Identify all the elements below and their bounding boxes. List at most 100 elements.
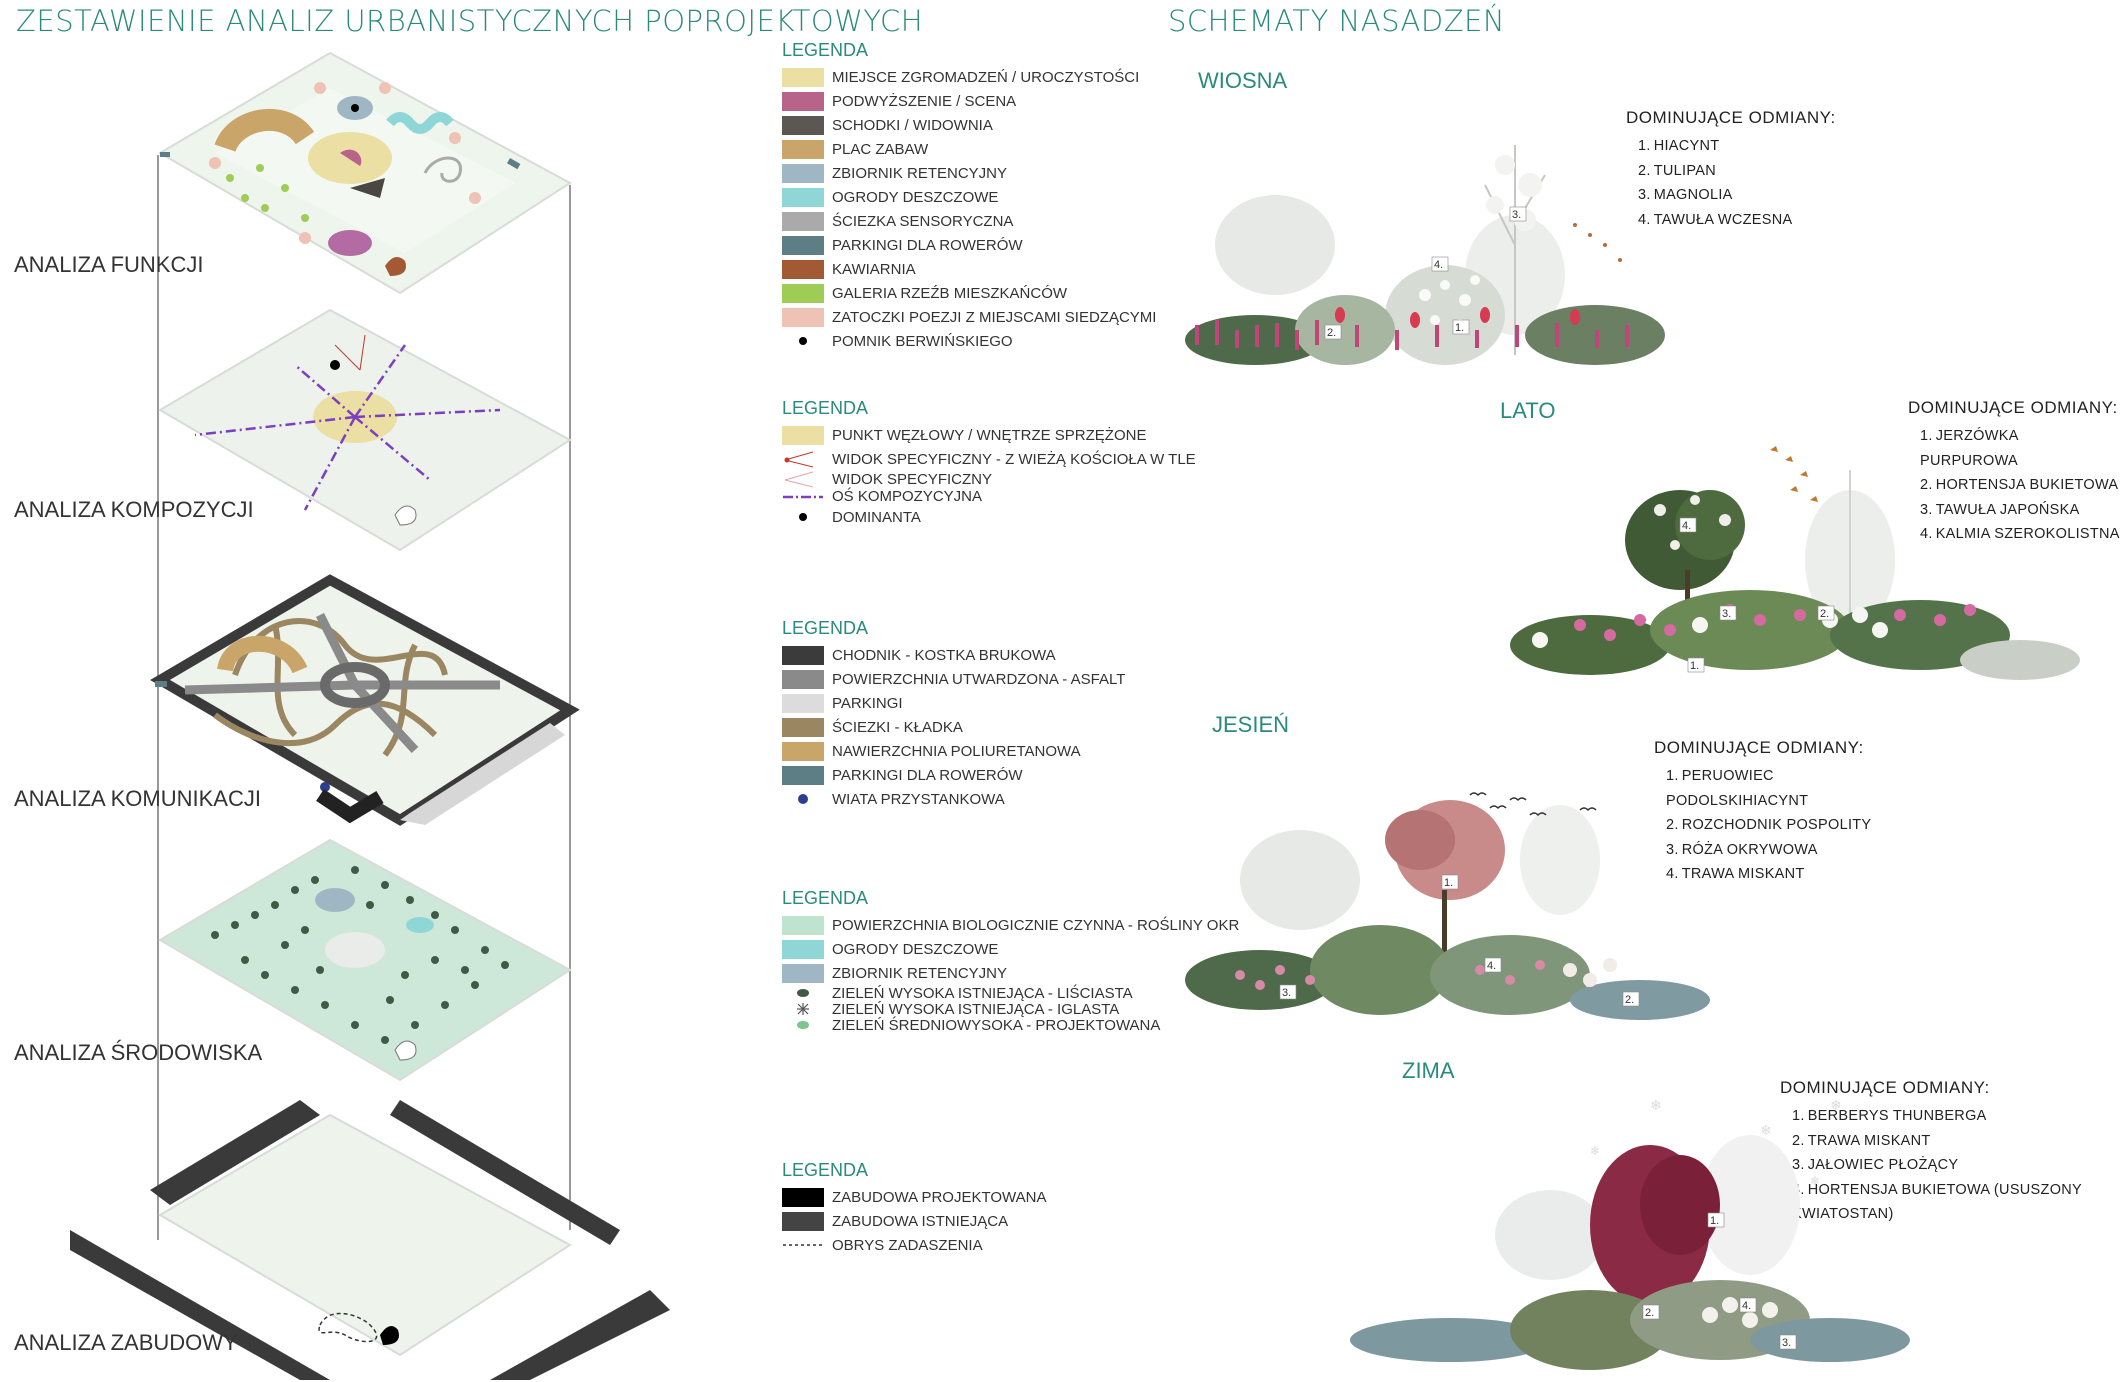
legend-label: OGRODY DESZCZOWE xyxy=(832,940,999,958)
legend-label: POMNIK BERWIŃSKIEGO xyxy=(832,332,1013,350)
dashed-line-icon xyxy=(782,1236,824,1255)
legend-row: PODWYŻSZENIE / SCENA xyxy=(782,89,1156,113)
deciduous-tree-icon xyxy=(782,984,824,1003)
legend-label: PODWYŻSZENIE / SCENA xyxy=(832,92,1017,110)
legend-row: POMNIK BERWIŃSKIEGO xyxy=(782,329,1156,353)
variety-item: 1.HIACYNT xyxy=(1638,138,1720,154)
legend-label: KAWIARNIA xyxy=(832,260,916,278)
legend-row: ZABUDOWA ISTNIEJĄCA xyxy=(782,1209,1046,1233)
variety-item: 4.TAWUŁA WCZESNA xyxy=(1638,211,1793,228)
swatch xyxy=(782,717,824,737)
variety-item: 1.PERUOWIEC PODOLSKIHIACYNT xyxy=(1666,768,1809,809)
varieties-head: DOMINUJĄCE ODMIANY: xyxy=(1626,108,1836,127)
varieties-winter: DOMINUJĄCE ODMIANY: 1.BERBERYS THUNBERGA… xyxy=(1780,1078,2092,1227)
legend-buildings: LEGENDA ZABUDOWA PROJEKTOWANA ZABUDOWA I… xyxy=(782,1160,1046,1257)
legend-label: OGRODY DESZCZOWE xyxy=(832,188,999,206)
swatch xyxy=(782,91,824,111)
variety-label: BERBERYS THUNBERGA xyxy=(1807,1108,1987,1124)
legend-row: MIEJSCE ZGROMADZEŃ / UROCZYSTOŚCI xyxy=(782,65,1156,89)
legend-row: SCHODKI / WIDOWNIA xyxy=(782,113,1156,137)
legend-row: OŚ KOMPOZYCYJNA xyxy=(782,488,1196,505)
legend-row: ZIELEŃ WYSOKA ISTNIEJĄCA - IGLASTA xyxy=(782,1001,1239,1018)
layer-label-environment: ANALIZA ŚRODOWISKA xyxy=(14,1040,263,1065)
legend-composition: LEGENDA PUNKT WĘZŁOWY / WNĘTRZE SPRZĘŻON… xyxy=(782,398,1196,529)
legend-row: DOMINANTA xyxy=(782,505,1196,529)
variety-item: 2.TRAWA MISKANT xyxy=(1792,1132,1931,1149)
legend-row: CHODNIK - KOSTKA BRUKOWA xyxy=(782,643,1125,667)
swatch xyxy=(782,259,824,279)
legend-label: WIATA PRZYSTANKOWA xyxy=(832,790,1005,808)
variety-label: MAGNOLIA xyxy=(1653,187,1733,203)
swatch xyxy=(782,139,824,159)
swatch xyxy=(782,283,824,303)
legend-label: ZBIORNIK RETENCYJNY xyxy=(832,164,1008,182)
variety-label: RÓŻA OKRYWOWA xyxy=(1681,841,1818,858)
legend-label: MIEJSCE ZGROMADZEŃ / UROCZYSTOŚCI xyxy=(832,68,1140,86)
variety-label: TRAWA MISKANT xyxy=(1681,866,1805,882)
layer-buildings-map xyxy=(70,1100,670,1380)
legend-row: PUNKT WĘZŁOWY / WNĘTRZE SPRZĘŻONE xyxy=(782,423,1196,447)
variety-label: ROZCHODNIK POSPOLITY xyxy=(1681,817,1872,833)
legend-label: ZIELEŃ ŚREDNIOWYSOKA - PROJEKTOWANA xyxy=(832,1016,1161,1034)
legend-head: LEGENDA xyxy=(782,888,869,908)
svg-text:❄: ❄ xyxy=(1810,1174,1820,1188)
designed-tree-icon xyxy=(782,1016,824,1035)
variety-label: PERUOWIEC PODOLSKIHIACYNT xyxy=(1666,768,1809,809)
legend-row: OBRYS ZADASZENIA xyxy=(782,1233,1046,1257)
marker: 2. xyxy=(1327,327,1336,339)
variety-item: 2.TULIPAN xyxy=(1638,162,1716,179)
legend-row: ZBIORNIK RETENCYJNY xyxy=(782,161,1156,185)
legend-label: POWIERZCHNIA UTWARDZONA - ASFALT xyxy=(832,670,1126,688)
marker: 1. xyxy=(1455,322,1464,334)
svg-text:❄: ❄ xyxy=(1590,1144,1600,1158)
variety-label: JERZÓWKA PURPUROWA xyxy=(1920,428,2019,469)
layer-label-composition: ANALIZA KOMPOZYCJI xyxy=(14,497,254,522)
season-title-winter: ZIMA xyxy=(1402,1058,1455,1083)
legend-label: ZBIORNIK RETENCYJNY xyxy=(832,964,1008,982)
swatch xyxy=(782,67,824,87)
legend-head: LEGENDA xyxy=(782,1160,869,1180)
legend-environment: LEGENDA POWIERZCHNIA BIOLOGICZNIE CZYNNA… xyxy=(782,888,1239,1035)
svg-text:❄: ❄ xyxy=(1650,1098,1662,1114)
legend-label: PARKINGI xyxy=(832,694,903,712)
marker: 4. xyxy=(1682,520,1691,532)
legend-label: WIDOK SPECYFICZNY - Z WIEŻĄ KOŚCIOŁA W T… xyxy=(832,450,1196,468)
marker: 3. xyxy=(1512,209,1521,221)
varieties-spring: DOMINUJĄCE ODMIANY: 1.HIACYNT 2.TULIPAN … xyxy=(1626,108,1836,232)
variety-label: TRAWA MISKANT xyxy=(1807,1132,1931,1149)
legend-row: ZABUDOWA PROJEKTOWANA xyxy=(782,1185,1046,1209)
variety-item: 3.JAŁOWIEC PŁOŻĄCY xyxy=(1792,1157,1959,1173)
legend-row: POWIERZCHNIA BIOLOGICZNIE CZYNNA - ROŚLI… xyxy=(782,913,1239,937)
legend-communication: LEGENDA CHODNIK - KOSTKA BRUKOWA POWIERZ… xyxy=(782,618,1125,811)
swatch xyxy=(782,645,824,665)
varieties-head: DOMINUJĄCE ODMIANY: xyxy=(1908,398,2118,417)
marker: 1. xyxy=(1444,877,1453,889)
planting-illustration-spring: 3. 4. 1. 2. xyxy=(1185,145,1665,365)
planting-illustration-summer: 4. 3. 2. 1. xyxy=(1510,446,2080,680)
swatch xyxy=(782,669,824,689)
marker: 2. xyxy=(1645,1307,1654,1319)
varieties-autumn: DOMINUJĄCE ODMIANY: 1.PERUOWIEC PODOLSKI… xyxy=(1654,738,1871,887)
legend-label: GALERIA RZEŹB MIESZKAŃCÓW xyxy=(832,284,1068,302)
planting-illustration-winter: ❄❄❄❄❄ 1. 2. 3. 4. xyxy=(1350,1098,1910,1370)
varieties-summer: DOMINUJĄCE ODMIANY: 1.JERZÓWKA PURPUROWA… xyxy=(1908,398,2120,547)
svg-text:❄: ❄ xyxy=(1830,1098,1842,1114)
variety-label: TULIPAN xyxy=(1653,162,1716,179)
swatch xyxy=(782,741,824,761)
legend-row: ZIELEŃ WYSOKA ISTNIEJĄCA - LIŚCIASTA xyxy=(782,984,1239,1003)
legend-label: NAWIERZCHNIA POLIURETANOWA xyxy=(832,742,1081,760)
legend-label: ZABUDOWA ISTNIEJĄCA xyxy=(832,1212,1009,1230)
legend-label: OBRYS ZADASZENIA xyxy=(832,1236,983,1254)
season-title-spring: WIOSNA xyxy=(1198,68,1288,93)
season-title-summer: LATO xyxy=(1500,398,1556,423)
variety-label: TAWUŁA WCZESNA xyxy=(1653,211,1793,228)
layer-label-communication: ANALIZA KOMUNIKACJI xyxy=(14,786,261,811)
variety-label: HIACYNT xyxy=(1653,138,1720,154)
layer-composition-map xyxy=(158,308,572,552)
layer-function-map xyxy=(158,51,572,295)
legend-row: PLAC ZABAW xyxy=(782,137,1156,161)
axis-icon xyxy=(782,487,824,506)
svg-text:❄: ❄ xyxy=(1760,1123,1772,1139)
marker: 4. xyxy=(1487,960,1496,972)
legend-label: PLAC ZABAW xyxy=(832,140,929,158)
